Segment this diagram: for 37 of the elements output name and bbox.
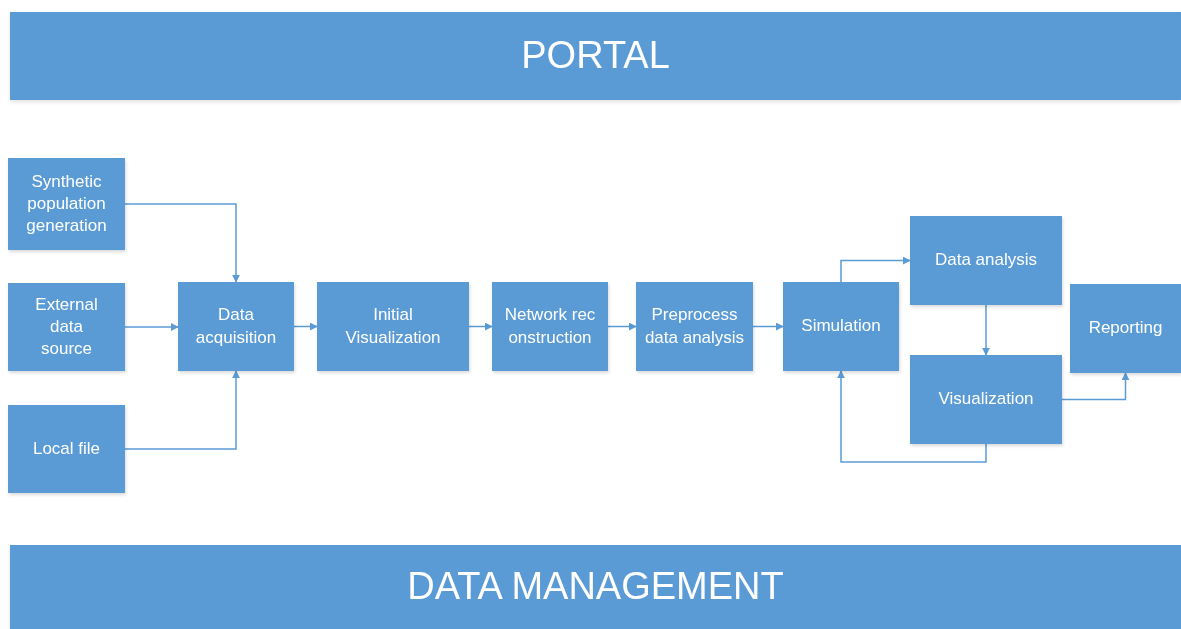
box-label: Reporting [1088,317,1163,340]
box-label: Local file [32,437,101,460]
box-label: Synthetic population generation [25,170,108,238]
box-label: Initial Visualization [344,304,442,349]
arrow [1061,372,1130,401]
arrow [607,322,637,331]
process-box [636,282,753,371]
arrow [468,322,493,331]
process-box [317,282,469,371]
process-box [8,405,125,493]
box-label: Network reconstruction [503,304,597,349]
box-label: Simulation [801,315,881,338]
arrow [124,203,240,283]
process-box [910,355,1062,444]
box-label: Data acquisition [194,304,278,349]
process-box [783,282,899,371]
process-box [8,283,125,371]
arrow [124,323,179,331]
box-label: Visualization [938,388,1034,411]
process-box [1070,284,1181,373]
arrow [837,370,987,463]
box-label: External data source [34,293,99,361]
process-box [492,282,608,371]
process-box [910,216,1062,305]
layer-band [10,545,1181,629]
process-box [8,158,125,250]
band-title: PORTAL [521,35,670,77]
arrow [124,370,240,450]
arrow [752,322,784,331]
arrow [840,256,911,283]
layer-band [10,12,1181,100]
arrow [982,304,990,356]
box-label: Preprocess data analysis [644,304,745,349]
arrow [293,322,318,331]
band-title: DATA MANAGEMENT [407,566,784,608]
box-label: Data analysis [934,249,1038,272]
process-box [178,282,294,371]
